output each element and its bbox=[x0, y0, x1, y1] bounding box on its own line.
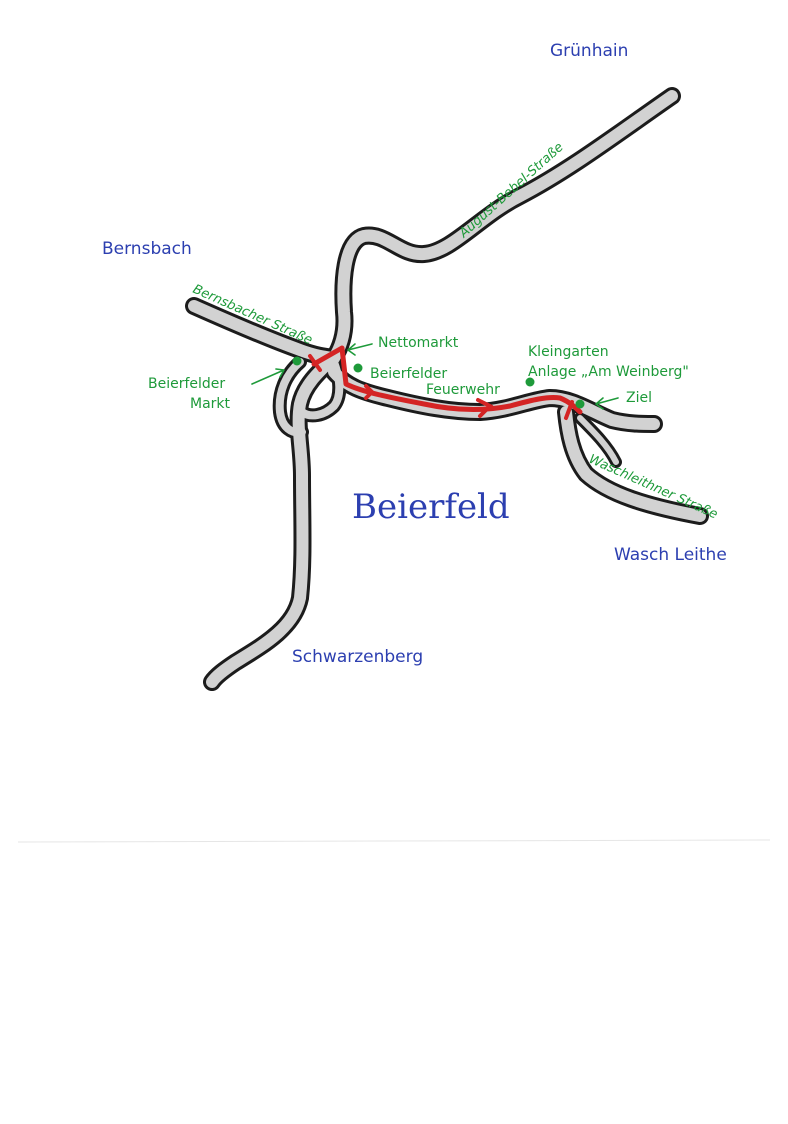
label-august-bebel-strasse: August-Bebel-Straße bbox=[456, 140, 567, 242]
place-labels: Grünhain Bernsbach Beierfeld Wasch Leith… bbox=[102, 41, 727, 667]
label-feuerwehr-line1: Beierfelder bbox=[370, 366, 447, 382]
road-loop-left bbox=[275, 358, 306, 437]
poi-dot-feuerwehr bbox=[353, 363, 363, 373]
arrow-nettomarkt bbox=[347, 343, 373, 356]
road-august-bebel bbox=[328, 90, 678, 364]
poi-labels: Nettomarkt Beierfelder Feuerwehr Beierfe… bbox=[148, 335, 689, 412]
label-wasch-leithe: Wasch Leithe bbox=[614, 545, 727, 565]
route-line bbox=[311, 345, 583, 415]
road-schwarzenberg bbox=[206, 352, 340, 688]
label-kleingarten-line1: Kleingarten bbox=[528, 344, 609, 360]
poi-dot-ziel bbox=[575, 399, 585, 409]
poi-dot-kleingarten bbox=[525, 377, 535, 387]
label-markt-line1: Beierfelder bbox=[148, 376, 225, 392]
points-of-interest bbox=[251, 343, 619, 410]
label-bernsbach: Bernsbach bbox=[102, 239, 192, 259]
arrow-ziel bbox=[595, 397, 619, 410]
poi-dot-markt bbox=[292, 356, 302, 366]
label-feuerwehr-line2: Feuerwehr bbox=[426, 382, 500, 398]
paper-fold-line bbox=[17, 839, 771, 843]
label-kleingarten-line2: Anlage „Am Weinberg" bbox=[528, 364, 689, 380]
label-beierfeld: Beierfeld bbox=[352, 487, 510, 527]
road-waschleithner bbox=[560, 406, 706, 522]
route-arrow-1 bbox=[364, 384, 375, 400]
label-schwarzenberg: Schwarzenberg bbox=[292, 647, 423, 667]
label-gruenhain: Grünhain bbox=[550, 41, 628, 61]
label-nettomarkt: Nettomarkt bbox=[378, 335, 459, 351]
route-start-mark bbox=[308, 354, 322, 372]
label-markt-line2: Markt bbox=[190, 396, 231, 412]
road-east-spur bbox=[577, 415, 619, 465]
route-end-mark bbox=[564, 400, 574, 420]
route-arrow-2 bbox=[476, 398, 494, 418]
label-ziel: Ziel bbox=[626, 390, 652, 406]
arrow-markt bbox=[251, 368, 285, 385]
route bbox=[308, 345, 583, 420]
